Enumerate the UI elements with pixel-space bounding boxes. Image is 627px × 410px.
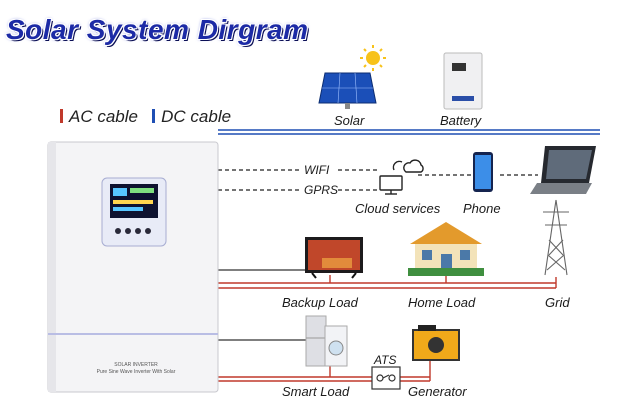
phone-icon [473, 152, 493, 192]
ac-cables [218, 275, 557, 382]
battery-icon [443, 52, 483, 110]
wifi-label: WIFI [304, 163, 330, 177]
backup-load-label: Backup Load [282, 295, 358, 310]
dc-cable-swatch [152, 109, 156, 123]
cloud-services-icon [379, 159, 424, 195]
inverter-label-title: SOLAR INVERTER [114, 362, 158, 368]
cloud-services-label: Cloud services [355, 201, 441, 216]
grid-tower-icon [543, 199, 569, 276]
smart-load-icon [305, 315, 348, 367]
comm-links [218, 169, 538, 191]
cable-legend: AC cable DC cable [60, 107, 231, 127]
laptop-icon [530, 146, 596, 194]
tv-icon [305, 237, 363, 279]
ats-switch [371, 366, 401, 390]
inverter-label-subtitle: Pure Sine Wave Inverter With Solar [96, 369, 176, 375]
battery-label: Battery [440, 113, 482, 128]
generator-icon [412, 325, 460, 361]
ac-cable-swatch [60, 109, 63, 123]
generator-label: Generator [408, 384, 467, 399]
grid-label: Grid [545, 295, 570, 310]
gprs-label: GPRS [304, 183, 339, 197]
solar-panel-icon [318, 45, 386, 109]
solar-inverter [47, 141, 219, 393]
smart-load-label: Smart Load [282, 384, 350, 399]
phone-label: Phone [463, 201, 501, 216]
diagram-title: Solar System Dirgram [6, 14, 309, 45]
ats-label: ATS [374, 353, 397, 367]
home-load-label: Home Load [408, 295, 476, 310]
dc-cables [218, 129, 600, 135]
house-icon [408, 222, 484, 276]
dc-cable-label: DC cable [161, 107, 232, 126]
ac-cable-label: AC cable [69, 107, 138, 126]
solar-label: Solar [334, 113, 365, 128]
